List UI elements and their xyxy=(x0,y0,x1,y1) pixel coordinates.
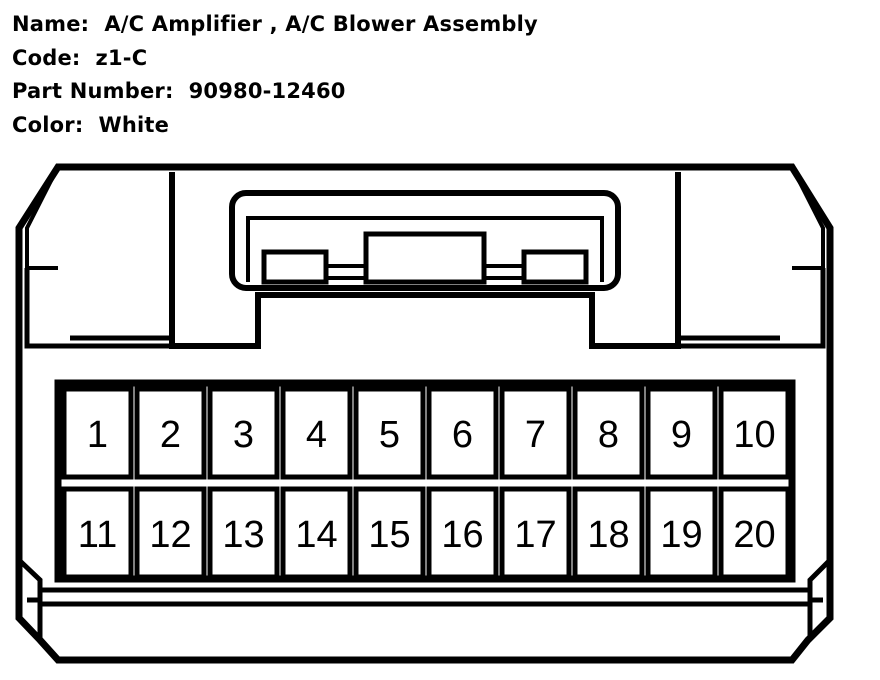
name-label: Name: xyxy=(12,12,90,36)
name-row: Name: A/C Amplifier , A/C Blower Assembl… xyxy=(12,8,538,42)
pin-cavity xyxy=(353,486,426,580)
pin-number: 17 xyxy=(514,514,556,556)
pin-number: 16 xyxy=(441,514,483,556)
pin-cavity xyxy=(134,386,207,480)
pin-number: 11 xyxy=(78,514,117,556)
pin-number: 19 xyxy=(660,514,702,556)
pin-cavity xyxy=(572,486,645,580)
latch-window xyxy=(229,190,621,291)
pin-number: 5 xyxy=(379,414,400,456)
pin-cavity xyxy=(645,486,718,580)
pin-cavity xyxy=(499,386,572,480)
pin-number: 12 xyxy=(149,514,191,556)
name-value: A/C Amplifier , A/C Blower Assembly xyxy=(104,12,538,36)
part-number-value: 90980-12460 xyxy=(188,79,346,103)
code-row: Code: z1-C xyxy=(12,42,538,76)
pin-cavity xyxy=(207,386,280,480)
latch-tooth-left xyxy=(261,249,329,285)
latch-inner-frame xyxy=(246,216,604,282)
shoulder-left xyxy=(24,268,172,349)
pin-number: 2 xyxy=(160,414,181,456)
shoulder-right xyxy=(678,268,826,349)
pin-number: 1 xyxy=(87,414,108,456)
pin-number: 13 xyxy=(222,514,264,556)
pin-cavity xyxy=(134,486,207,580)
color-row: Color: White xyxy=(12,109,538,143)
housing-outline xyxy=(15,163,834,664)
pin-number: 6 xyxy=(452,414,473,456)
color-label: Color: xyxy=(12,112,84,137)
pin-cavity xyxy=(280,486,353,580)
pin-number: 3 xyxy=(233,414,254,456)
pin-number: 14 xyxy=(295,514,337,556)
pin-number: 20 xyxy=(733,514,775,556)
pin-cavity xyxy=(426,386,499,480)
latch-tooth-right xyxy=(521,249,589,285)
bottom-corner-left xyxy=(17,558,43,640)
connector-info: Name: A/C Amplifier , A/C Blower Assembl… xyxy=(12,8,538,142)
code-value: z1-C xyxy=(95,45,148,70)
pin-number: 10 xyxy=(733,414,775,456)
part-number-row: Part Number: 90980-12460 xyxy=(12,75,538,109)
housing-inner-edge xyxy=(25,166,825,270)
pin-cavity xyxy=(207,486,280,580)
pin-cavity xyxy=(718,386,791,480)
pin-number: 15 xyxy=(368,514,410,556)
code-label: Code: xyxy=(12,45,81,70)
pin-number: 8 xyxy=(598,414,619,456)
pin-cavity xyxy=(499,486,572,580)
pin-cavity xyxy=(61,486,134,580)
pin-cavity xyxy=(61,386,134,480)
pin-cavity xyxy=(353,386,426,480)
pin-number: 7 xyxy=(525,414,546,456)
latch-bridge xyxy=(326,264,524,280)
latch-tooth-center xyxy=(363,231,487,285)
pin-cavity xyxy=(280,386,353,480)
color-value: White xyxy=(98,112,170,137)
part-number-label: Part Number: xyxy=(12,79,174,103)
pin-cavity xyxy=(572,386,645,480)
pin-cavity xyxy=(426,486,499,580)
bottom-corner-right xyxy=(807,558,832,640)
bottom-lip xyxy=(40,587,810,607)
pin-number: 18 xyxy=(587,514,629,556)
pin-cavity xyxy=(645,386,718,480)
pin-number: 9 xyxy=(671,414,692,456)
latch-block xyxy=(169,172,681,349)
pin-number: 4 xyxy=(306,414,327,456)
pin-cavity xyxy=(718,486,791,580)
